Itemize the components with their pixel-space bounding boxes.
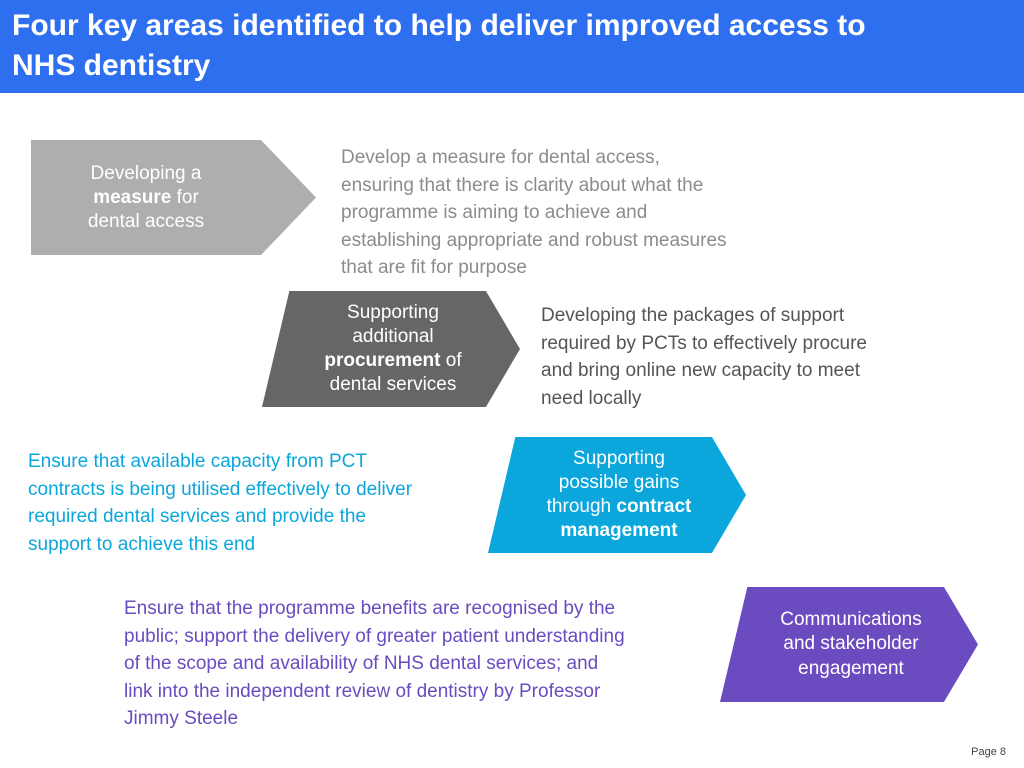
- arrow-procurement-line-4: dental services: [329, 374, 457, 395]
- arrow-procurement-line-2: additional: [352, 326, 434, 347]
- description-communications-line: link into the independent review of dent…: [124, 680, 601, 702]
- description-measure-line: that are fit for purpose: [341, 257, 527, 278]
- arrow-measure-keyword: measure: [93, 186, 172, 208]
- description-contract-management-line: contracts is being utilised effectively …: [28, 478, 413, 500]
- arrow-measure-line-2-rest: for: [171, 186, 199, 208]
- description-contract-management-line: required dental services and provide the: [28, 506, 366, 527]
- description-communications-line: Jimmy Steele: [124, 708, 239, 729]
- arrow-communications-line-2: and stakeholder: [783, 633, 919, 655]
- page-number: Page 8: [971, 746, 1006, 758]
- description-measure-line: programme is aiming to achieve and: [341, 202, 648, 223]
- slide-title-line-1: Four key areas identified to help delive…: [12, 9, 866, 42]
- arrow-communications-line-3: engagement: [798, 657, 904, 679]
- description-communications-line: of the scope and availability of NHS den…: [124, 653, 599, 674]
- description-contract-management-line: support to achieve this end: [28, 533, 256, 555]
- arrow-contract-line-4: management: [547, 519, 692, 543]
- arrow-measure-line-1: Developing a: [90, 162, 202, 184]
- slide-title: Four key areas identified to help delive…: [12, 6, 1012, 86]
- arrow-contract-management: Supporting possible gains through contra…: [488, 437, 746, 553]
- description-communications-line: Ensure that the programme benefits are r…: [124, 598, 616, 619]
- arrow-management-keyword: management: [560, 520, 678, 541]
- arrow-measure-line-3: dental access: [87, 210, 205, 232]
- arrow-communications: Communications and stakeholder engagemen…: [720, 587, 978, 702]
- arrow-measure-line-2: measure for: [88, 186, 204, 210]
- description-communications-line: public; support the delivery of greater …: [124, 625, 625, 647]
- title-bar: Four key areas identified to help delive…: [0, 0, 1024, 93]
- description-measure-line: establishing appropriate and robust meas…: [341, 229, 727, 251]
- description-contract-management-line: Ensure that available capacity from PCT: [28, 451, 367, 472]
- description-measure-line: Develop a measure for dental access,: [341, 147, 660, 168]
- description-procurement-line: Developing the packages of support: [541, 305, 845, 326]
- arrow-procurement-keyword: procurement: [324, 350, 441, 371]
- arrow-procurement-line-1: Supporting: [347, 302, 439, 323]
- arrow-contract-line-2: possible gains: [558, 472, 680, 493]
- arrow-procurement-line-3: procurement of: [324, 349, 461, 373]
- arrow-contract-line-3: through contract: [547, 495, 692, 519]
- description-procurement: Developing the packages of support requi…: [541, 302, 991, 412]
- arrow-procurement: Supporting additional procurement of den…: [262, 291, 520, 407]
- description-communications: Ensure that the programme benefits are r…: [124, 595, 734, 733]
- arrow-communications-line-1: Communications: [780, 608, 922, 630]
- arrow-procurement-line-3-rest: of: [440, 350, 462, 371]
- arrow-contract-line-3-text: through: [546, 496, 617, 517]
- slide-title-line-2: NHS dentistry: [12, 49, 211, 82]
- description-procurement-line: and bring online new capacity to meet: [541, 360, 860, 381]
- arrow-contract-line-1: Supporting: [573, 448, 665, 469]
- description-contract-management: Ensure that available capacity from PCT …: [28, 448, 503, 558]
- description-procurement-line: need locally: [541, 387, 642, 409]
- arrow-measure: Developing a measure for dental access: [31, 140, 316, 255]
- description-measure: Develop a measure for dental access, ens…: [341, 144, 821, 282]
- description-procurement-line: required by PCTs to effectively procure: [541, 332, 867, 354]
- description-measure-line: ensuring that there is clarity about wha…: [341, 174, 704, 196]
- arrow-contract-keyword: contract: [616, 496, 692, 517]
